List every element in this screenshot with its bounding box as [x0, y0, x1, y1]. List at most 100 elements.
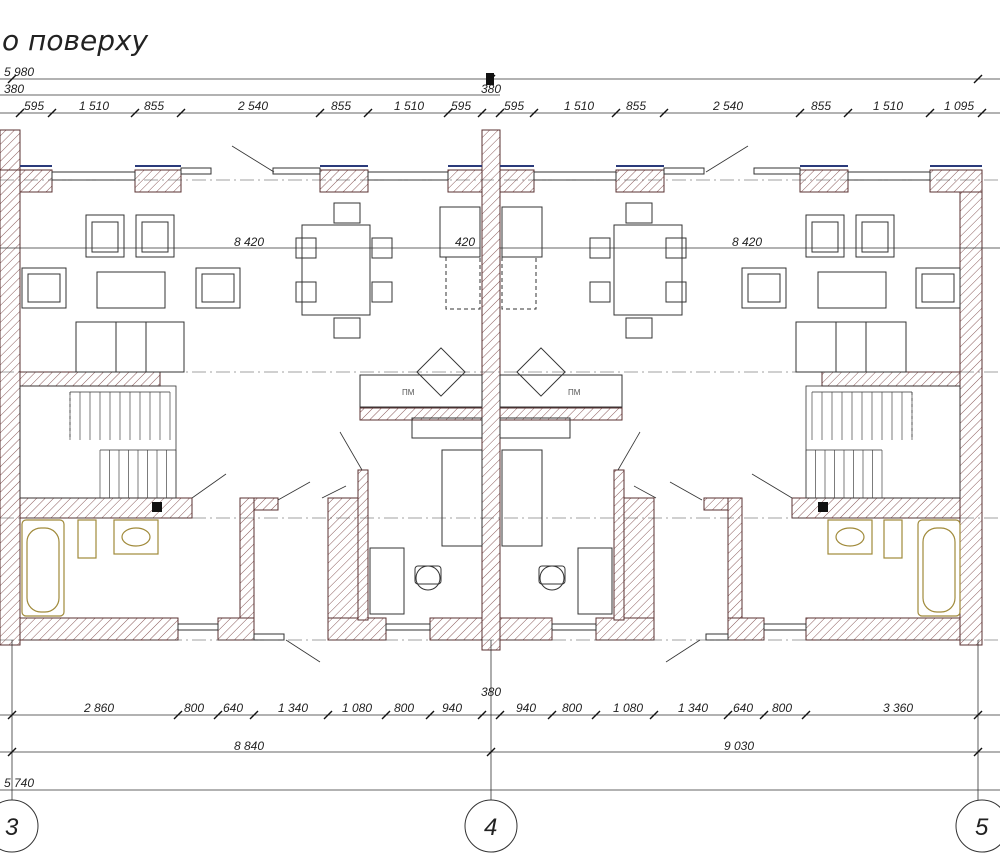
dim-tick	[323, 710, 333, 720]
dim-tick	[477, 108, 487, 118]
dim-tick	[7, 747, 17, 757]
top-dim-label: 595	[451, 99, 471, 113]
exterior-walls	[0, 129, 983, 651]
bottom-dim-label: 1 080	[342, 701, 372, 715]
bottom-dim-label: 1 340	[278, 701, 308, 715]
dim-tick	[130, 108, 140, 118]
bottom-dim-label: 800	[184, 701, 204, 715]
right-staircase	[805, 385, 961, 499]
bottom-dim-label: 3 360	[883, 701, 913, 715]
axis-label-5: 5	[975, 814, 989, 841]
top-dim-label: 855	[331, 99, 351, 113]
dim-tick	[611, 108, 621, 118]
bottom-dim-label: 640	[223, 701, 243, 715]
top-dim-label: 855	[626, 99, 646, 113]
axis-bubbles	[0, 799, 1000, 853]
bottom-dim-label: 1 080	[613, 701, 643, 715]
bottom-dimension-labels: 2 860 800 640 1 340 1 080 800 940 940 800 1 080 1 …	[83, 701, 913, 715]
bottom-center-dim: 380	[481, 685, 501, 699]
top-dim-label: 1 510	[873, 99, 903, 113]
appliance-label-right: ПМ	[568, 388, 581, 397]
top-dim-label: 2 540	[237, 99, 268, 113]
right-kitchen	[499, 206, 623, 615]
top-dim-label: 1 510	[394, 99, 424, 113]
dim-tick	[973, 710, 983, 720]
axis-marker	[486, 73, 494, 85]
left-stair-steps	[69, 392, 177, 498]
top-offset-dim: 380	[4, 82, 24, 96]
overall-bottom-dim: 5 740	[4, 776, 34, 790]
top-dimension-labels: 595 1 510 855 2 540 855 1 510 595 595 1 510 855 2 …	[24, 99, 974, 113]
door-swings	[191, 145, 793, 663]
drawing-title: о поверху	[2, 24, 149, 57]
dim-tick	[801, 710, 811, 720]
axis-lines	[0, 179, 1000, 641]
top-dim-label: 855	[811, 99, 831, 113]
top-dim-label: 1 510	[79, 99, 109, 113]
top-dim-label: 595	[504, 99, 524, 113]
dim-tick	[381, 710, 391, 720]
dim-tick	[795, 108, 805, 118]
dim-tick	[529, 108, 539, 118]
overall-top-dim: 5 980	[4, 65, 34, 79]
dim-tick	[315, 108, 325, 118]
inner-dim-left: 8 420	[234, 235, 264, 249]
dim-tick	[649, 710, 659, 720]
left-vent	[152, 502, 162, 512]
dim-tick	[486, 747, 496, 757]
top-dim-label: 1 510	[564, 99, 594, 113]
dim-tick	[176, 108, 186, 118]
inner-dim-mid: 420	[455, 235, 475, 249]
dim-tick	[973, 747, 983, 757]
top-dim-label: 855	[144, 99, 164, 113]
left-staircase	[19, 385, 177, 499]
bottom-dimension-lines	[0, 640, 1000, 800]
bottom-dim-label: 940	[442, 701, 462, 715]
top-dim-label: 595	[24, 99, 44, 113]
dim-tick	[15, 108, 25, 118]
dim-tick	[486, 74, 496, 84]
top-center-dim: 380	[481, 82, 501, 96]
dim-tick	[977, 108, 987, 118]
span-right-dim: 9 030	[724, 739, 754, 753]
dim-tick	[843, 108, 853, 118]
bottom-dim-label: 940	[516, 701, 536, 715]
axis-label-3: 3	[5, 814, 19, 841]
bottom-dim-label: 800	[394, 701, 414, 715]
dim-tick	[425, 710, 435, 720]
dim-tick	[213, 710, 223, 720]
axis-label-4: 4	[484, 814, 497, 841]
dim-tick	[495, 710, 505, 720]
dim-tick	[477, 710, 487, 720]
dim-tick	[723, 710, 733, 720]
left-living-furniture	[21, 202, 393, 373]
dim-tick	[925, 108, 935, 118]
right-living-furniture	[589, 202, 961, 373]
left-bathroom-fixtures	[21, 519, 159, 617]
left-office-chair	[414, 565, 442, 591]
appliance-label-left: ПМ	[402, 388, 415, 397]
dim-tick	[7, 74, 17, 84]
right-office-chair	[538, 565, 566, 591]
bottom-dim-label: 1 340	[678, 701, 708, 715]
inner-dim-right: 8 420	[732, 235, 762, 249]
dim-tick	[249, 710, 259, 720]
dim-tick	[759, 710, 769, 720]
bottom-dim-label: 2 860	[83, 701, 114, 715]
dim-tick	[443, 108, 453, 118]
top-dim-label: 2 540	[712, 99, 743, 113]
right-vent	[818, 502, 828, 512]
dim-tick	[363, 108, 373, 118]
top-dim-label: 1 095	[944, 99, 974, 113]
dim-tick	[47, 108, 57, 118]
dim-tick	[495, 108, 505, 118]
dim-tick	[173, 710, 183, 720]
bottom-dim-label: 800	[772, 701, 792, 715]
dim-tick	[7, 710, 17, 720]
right-stair-steps	[805, 392, 913, 498]
left-kitchen	[359, 206, 483, 615]
bottom-dim-label: 640	[733, 701, 753, 715]
right-bathroom-fixtures	[827, 519, 961, 617]
bottom-dim-label: 800	[562, 701, 582, 715]
